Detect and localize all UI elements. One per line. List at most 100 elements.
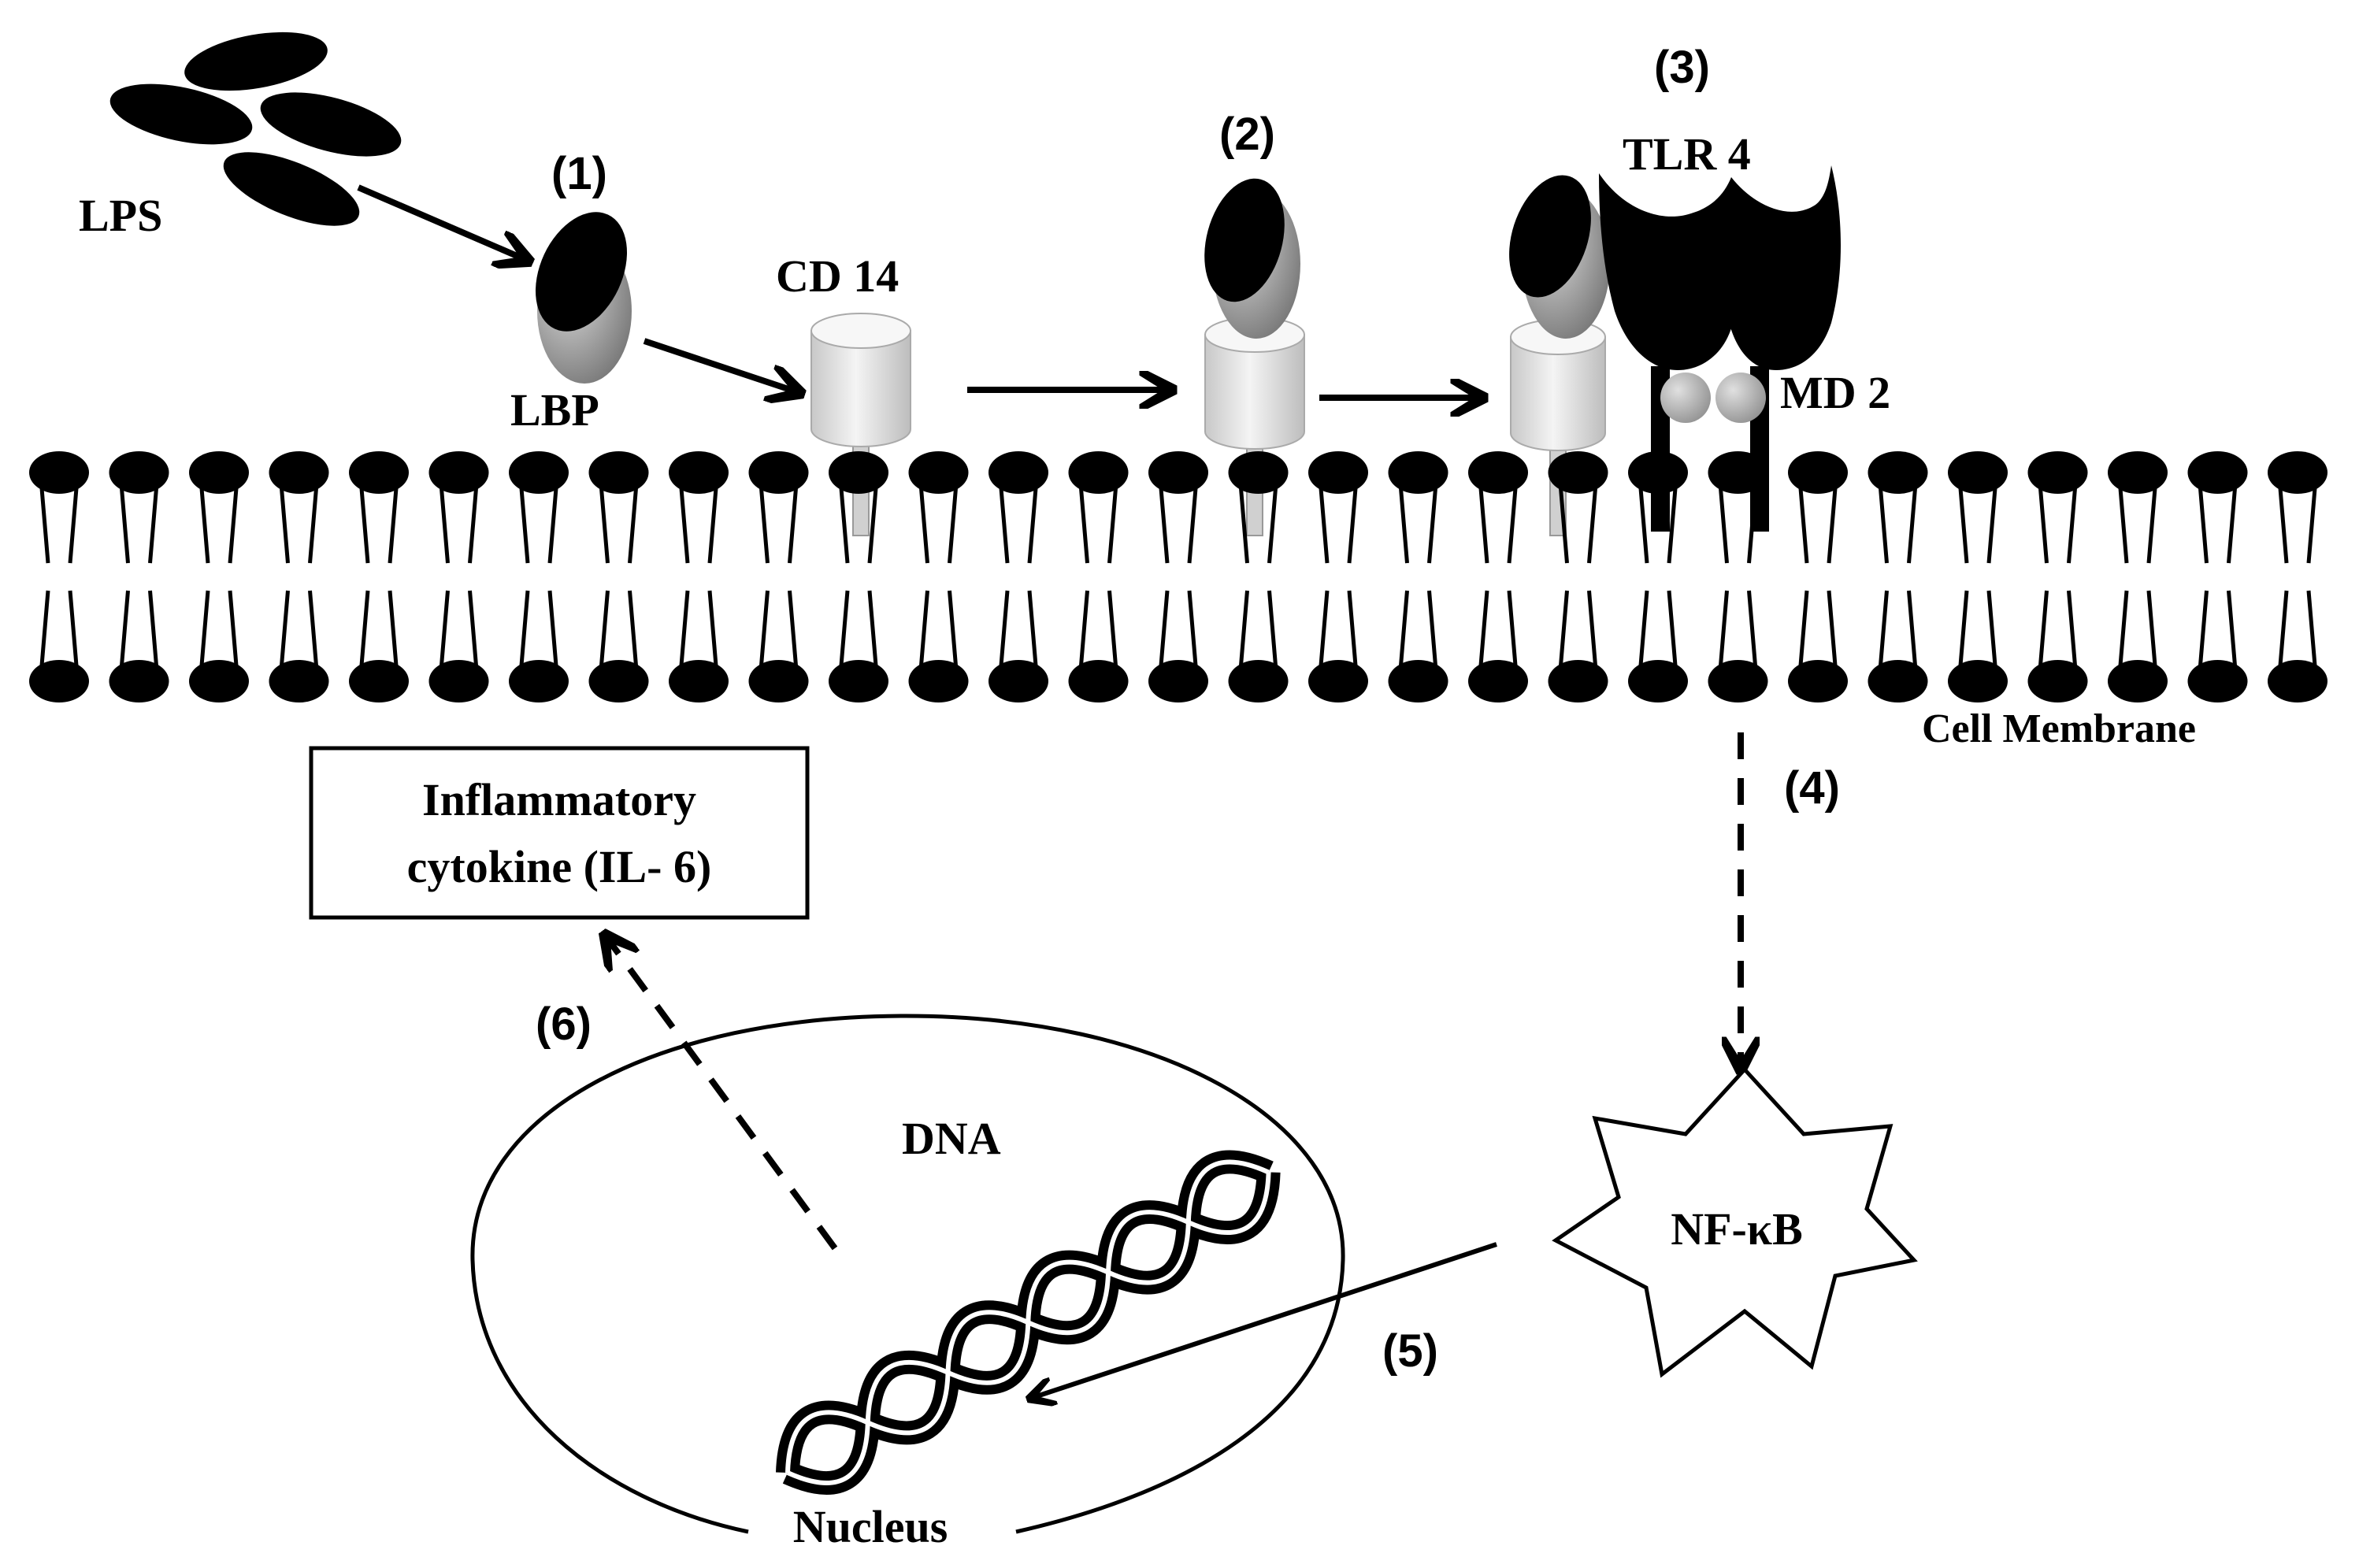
phospholipid-tail: [359, 590, 370, 666]
phospholipid-tail: [280, 590, 290, 666]
phospholipid-tail: [1958, 487, 1969, 564]
phospholipid-head: [1468, 660, 1528, 702]
lps-molecule: [260, 92, 402, 157]
phospholipid-tail: [228, 487, 239, 564]
phospholipid-pair: [2268, 451, 2327, 702]
phospholipid-tail: [1107, 590, 1118, 666]
phospholipid-tail: [1159, 590, 1170, 666]
phospholipid-head: [588, 660, 649, 702]
phospholipid-tail: [468, 487, 478, 564]
phospholipid-tail: [999, 487, 1010, 564]
phospholipid-tail: [2198, 590, 2209, 666]
phospholipid-tail: [148, 590, 158, 666]
nucleus-label: Nucleus: [793, 1501, 948, 1552]
phospholipid-tail: [2198, 487, 2209, 564]
phospholipid-pair: [1868, 451, 1928, 702]
dashed-arrow-to-cytokine: [606, 937, 838, 1251]
phospholipid-tail: [1667, 590, 1678, 666]
nfkb-star: [1552, 1066, 1918, 1378]
phospholipid-head: [1308, 660, 1368, 702]
phospholipid-tail: [1267, 487, 1278, 564]
cd14-cylinder-top: [810, 313, 911, 349]
phospholipid-head: [29, 660, 89, 702]
phospholipid-tail: [1507, 487, 1518, 564]
phospholipid-tail: [2227, 487, 2237, 564]
phospholipid-pair: [908, 451, 969, 702]
phospholipid-tail: [999, 590, 1010, 666]
phospholipid-head: [2027, 451, 2088, 494]
phospholipid-head: [1788, 451, 1848, 494]
phospholipid-tail: [1478, 590, 1489, 666]
cd14-label: CD 14: [776, 250, 899, 302]
step-5-label: (5): [1382, 1325, 1438, 1377]
phospholipid-head: [1068, 660, 1129, 702]
phospholipid-pair: [829, 451, 888, 702]
phospholipid-head: [189, 451, 249, 494]
phospholipid-tail: [1187, 487, 1198, 564]
phospholipid-tail: [1587, 590, 1597, 666]
phospholipid-tail: [2146, 590, 2157, 666]
lps-molecule: [184, 32, 328, 91]
phospholipid-head: [2108, 451, 2168, 494]
phospholipid-tail: [440, 487, 450, 564]
lps-molecule: [1204, 178, 1285, 302]
phospholipid-head: [269, 660, 329, 702]
phospholipid-tail: [599, 590, 610, 666]
phospholipid-tail: [1747, 487, 1757, 564]
phospholipid-tail: [2118, 487, 2129, 564]
phospholipid-tail: [1638, 590, 1649, 666]
phospholipid-head: [748, 660, 809, 702]
phospholipid-tail: [199, 590, 210, 666]
phospholipid-tail: [68, 590, 79, 666]
step-6-label: (6): [536, 999, 592, 1050]
phospholipid-head: [2268, 451, 2327, 494]
phospholipid-tail: [1667, 487, 1678, 564]
phospholipid-head: [1868, 451, 1928, 494]
phospholipid-tail: [1559, 590, 1569, 666]
md2-protein: [1660, 373, 1711, 423]
phospholipid-tail: [948, 590, 958, 666]
phospholipid-tail: [679, 487, 690, 564]
phospholipid-tail: [839, 590, 850, 666]
phospholipid-head: [1788, 660, 1848, 702]
phospholipid-head: [29, 451, 89, 494]
phospholipid-tail: [120, 487, 130, 564]
phospholipid-tail: [867, 487, 878, 564]
phospholipid-pair: [588, 451, 649, 702]
phospholipid-tail: [1879, 487, 1889, 564]
phospholipid-pair: [2187, 451, 2248, 702]
arrow-lps-to-lbp: [357, 184, 526, 260]
phospholipid-tail: [440, 590, 450, 666]
phospholipid-head: [1628, 451, 1688, 494]
cell-membrane-bilayer: [29, 451, 2327, 702]
phospholipid-head: [748, 451, 809, 494]
lps-molecule: [1509, 175, 1591, 298]
phospholipid-tail: [39, 590, 50, 666]
phospholipid-tail: [519, 590, 530, 666]
phospholipid-head: [1868, 660, 1928, 702]
phospholipid-pair: [269, 451, 329, 702]
phospholipid-pair: [1388, 451, 1448, 702]
phospholipid-tail: [2118, 590, 2129, 666]
phospholipid-tail: [1798, 487, 1809, 564]
phospholipid-tail: [148, 487, 158, 564]
phospholipid-head: [189, 660, 249, 702]
phospholipid-pair: [988, 451, 1048, 702]
phospholipid-pair: [1708, 451, 1768, 702]
lps-label: LPS: [79, 190, 162, 241]
phospholipid-tail: [308, 487, 318, 564]
phospholipid-tail: [759, 487, 770, 564]
phospholipid-head: [1308, 451, 1368, 494]
cd14-cylinder: [1204, 334, 1305, 450]
lps-molecule: [223, 152, 360, 226]
phospholipid-pair: [669, 451, 729, 702]
phospholipid-tail: [1827, 590, 1838, 666]
phospholipid-tail: [547, 590, 558, 666]
phospholipid-head: [1548, 660, 1608, 702]
phospholipid-tail: [1107, 487, 1118, 564]
phospholipid-tail: [468, 590, 478, 666]
phospholipid-tail: [2038, 590, 2049, 666]
phospholipid-tail: [1747, 590, 1757, 666]
phospholipid-head: [1388, 660, 1448, 702]
phospholipid-tail: [1587, 487, 1597, 564]
